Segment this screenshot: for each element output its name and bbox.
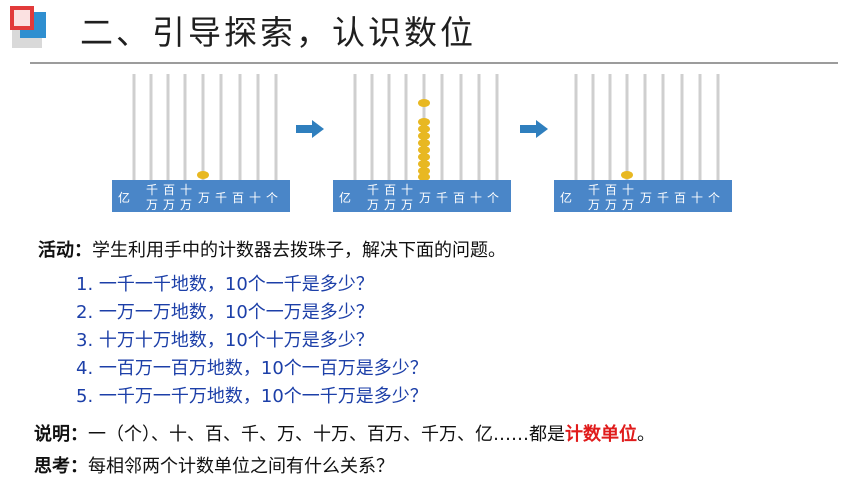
question-2: 2. 一万一万地数，10个一万是多少？ bbox=[76, 302, 374, 323]
note-text: 一（个）、十、百、千、万、十万、百万、千万、亿……都是 bbox=[88, 424, 565, 445]
page-title: 二、引导探索，认识数位 bbox=[80, 13, 476, 52]
label-wan-a: 万 bbox=[146, 198, 159, 212]
activity-label: 活动： bbox=[38, 240, 92, 261]
label-shi-top: 十 bbox=[622, 183, 635, 197]
abacus-bead bbox=[418, 167, 430, 175]
question-5: 5. 一千万一千万地数，10个一千万是多少？ bbox=[76, 386, 428, 407]
abacus-bead bbox=[418, 99, 430, 107]
label-wan-c: 万 bbox=[401, 198, 414, 212]
abacus-bead bbox=[418, 125, 430, 133]
label-shi-top: 十 bbox=[180, 183, 193, 197]
label-qian-top: 千 bbox=[367, 183, 380, 197]
activity-text: 学生利用手中的计数器去拨珠子，解决下面的问题。 bbox=[92, 240, 506, 261]
arrow-right-icon bbox=[520, 120, 548, 138]
label-wan-a: 万 bbox=[588, 198, 601, 212]
abacus-bead bbox=[418, 173, 430, 181]
think-text: 每相邻两个计数单位之间有什么关系？ bbox=[88, 456, 394, 477]
activity-line: 活动：学生利用手中的计数器去拨珠子，解决下面的问题。 bbox=[38, 236, 506, 262]
abacus-bead bbox=[197, 171, 209, 179]
abacus-bead bbox=[418, 153, 430, 161]
note-end: 。 bbox=[637, 424, 655, 445]
label-yi: 亿 bbox=[339, 191, 352, 205]
question-1: 1. 一千一千地数，10个一千是多少？ bbox=[76, 274, 374, 295]
abacus-bead bbox=[418, 160, 430, 168]
label-wan-b: 万 bbox=[163, 198, 176, 212]
label-tail: 万千百十个 bbox=[640, 191, 726, 205]
label-yi: 亿 bbox=[118, 191, 131, 205]
abacus-bead bbox=[418, 118, 430, 126]
label-wan-a: 万 bbox=[367, 198, 380, 212]
abacus-labels-2: 亿 千 百 十 万 万 万 万千百十个 bbox=[333, 180, 511, 212]
corner-logo bbox=[10, 6, 46, 48]
question-4: 4. 一百万一百万地数，10个一百万是多少？ bbox=[76, 358, 428, 379]
label-shi-top: 十 bbox=[401, 183, 414, 197]
abacus-bead bbox=[418, 139, 430, 147]
title-divider bbox=[30, 62, 838, 64]
abacus-panel-2 bbox=[331, 72, 513, 212]
abacus-labels-1: 亿 千 百 十 万 万 万 万千百十个 bbox=[112, 180, 290, 212]
abacus-bead bbox=[621, 171, 633, 179]
note-label: 说明： bbox=[34, 424, 88, 445]
label-bai-top: 百 bbox=[605, 183, 618, 197]
abacus-bead bbox=[418, 146, 430, 154]
label-wan-b: 万 bbox=[605, 198, 618, 212]
label-bai-top: 百 bbox=[384, 183, 397, 197]
label-tail: 万千百十个 bbox=[198, 191, 284, 205]
think-label: 思考： bbox=[34, 456, 88, 477]
question-3: 3. 十万十万地数，10个十万是多少？ bbox=[76, 330, 374, 351]
abacus-panel-3 bbox=[552, 72, 734, 212]
think-line: 思考：每相邻两个计数单位之间有什么关系？ bbox=[34, 452, 394, 478]
note-highlight: 计数单位 bbox=[565, 424, 637, 445]
label-yi: 亿 bbox=[560, 191, 573, 205]
note-line: 说明：一（个）、十、百、千、万、十万、百万、千万、亿……都是计数单位。 bbox=[34, 420, 655, 446]
abacus-bead bbox=[418, 132, 430, 140]
label-wan-c: 万 bbox=[622, 198, 635, 212]
label-bai-top: 百 bbox=[163, 183, 176, 197]
label-tail: 万千百十个 bbox=[419, 191, 505, 205]
label-qian-top: 千 bbox=[146, 183, 159, 197]
arrow-right-icon bbox=[296, 120, 324, 138]
label-wan-b: 万 bbox=[384, 198, 397, 212]
abacus-panel-1 bbox=[110, 72, 292, 212]
label-wan-c: 万 bbox=[180, 198, 193, 212]
abacus-labels-3: 亿 千 百 十 万 万 万 万千百十个 bbox=[554, 180, 732, 212]
label-qian-top: 千 bbox=[588, 183, 601, 197]
